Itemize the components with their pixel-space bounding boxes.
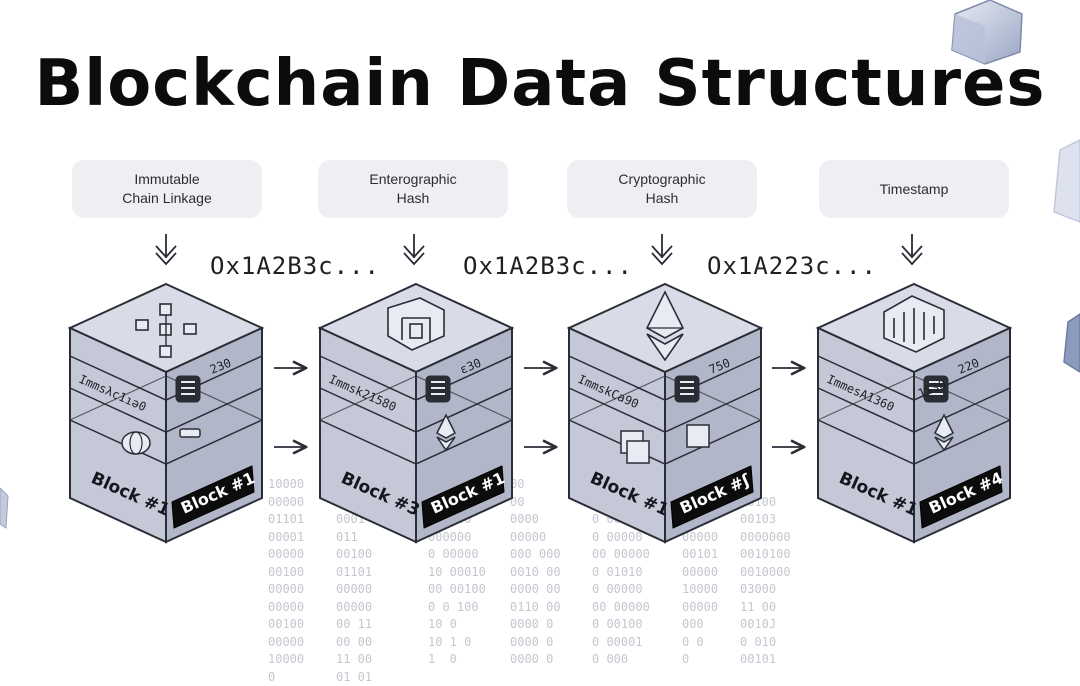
down-arrow-2: [403, 234, 425, 266]
layer-inner-edge: [568, 375, 762, 421]
node-icon: [135, 319, 149, 331]
node-icon: [159, 303, 172, 316]
layer-divider: [568, 355, 762, 401]
layer-divider: [817, 387, 1011, 433]
decorative-glass-cube-right-lower: [1063, 313, 1080, 373]
ethereum-icon: [436, 413, 456, 439]
stack-icon: [626, 440, 650, 464]
layer-divider: [568, 419, 762, 465]
connector-arrows: [274, 368, 804, 447]
label-immutable-chain-linkage: Immutable Chain Linkage: [72, 160, 262, 218]
layer-divider: [319, 355, 513, 401]
ethereum-icon: [934, 413, 954, 439]
ethereum-icon: [934, 436, 954, 452]
node-icon: [183, 323, 197, 335]
page-title: Blockchain Data Structures: [34, 47, 1046, 121]
hash-label-2: Ox1A2B3c...: [463, 252, 633, 280]
layer-divider: [69, 419, 263, 465]
label-timestamp: Timestamp: [819, 160, 1009, 218]
block-badge: [171, 465, 255, 529]
decorative-glass-cube-right: [1053, 139, 1080, 223]
box-icon: [686, 424, 710, 448]
node-icon: [159, 345, 172, 358]
ethereum-icon: [645, 290, 685, 339]
bar-icon: [179, 428, 201, 438]
layer-inner-edge: [319, 375, 513, 421]
block-badge: [421, 465, 505, 529]
hash-label-3: Ox1A223c...: [707, 252, 877, 280]
down-arrow-3: [651, 234, 673, 266]
ethereum-icon: [436, 436, 456, 452]
decorative-glass-cube-left: [0, 487, 9, 529]
down-arrow-4: [901, 234, 923, 266]
layer-inner-edge: [69, 375, 263, 421]
coin-icon: [121, 431, 151, 455]
layer-divider: [69, 387, 263, 433]
binary-column-1: 10000 00000 01101 00001 00000 00100 0000…: [268, 477, 305, 684]
down-arrows: [155, 234, 923, 266]
block-badge: [670, 465, 754, 529]
layer-inner-edge: [817, 375, 1011, 421]
block-badge: [919, 465, 1003, 529]
layer-divider: [69, 355, 263, 401]
label-cryptographic-hash: Cryptographic Hash: [567, 160, 757, 218]
hash-label-1: Ox1A2B3c...: [210, 252, 380, 280]
decorative-glass-cube-top-right: [951, 0, 1023, 65]
label-enterographic-hash: Enterographic Hash: [318, 160, 508, 218]
binary-column-4: 00 00 0000 00000 000 000 0010 00 0000 00…: [510, 477, 561, 666]
down-arrow-1: [155, 234, 177, 266]
layer-divider: [568, 387, 762, 433]
binary-column-6: 100 000 0000 00000 00101 00000 10000 000…: [682, 477, 719, 666]
layer-divider: [319, 387, 513, 433]
ethereum-icon: [646, 333, 684, 362]
layer-divider: [817, 419, 1011, 465]
layer-divider: [319, 419, 513, 465]
layer-divider: [817, 355, 1011, 401]
